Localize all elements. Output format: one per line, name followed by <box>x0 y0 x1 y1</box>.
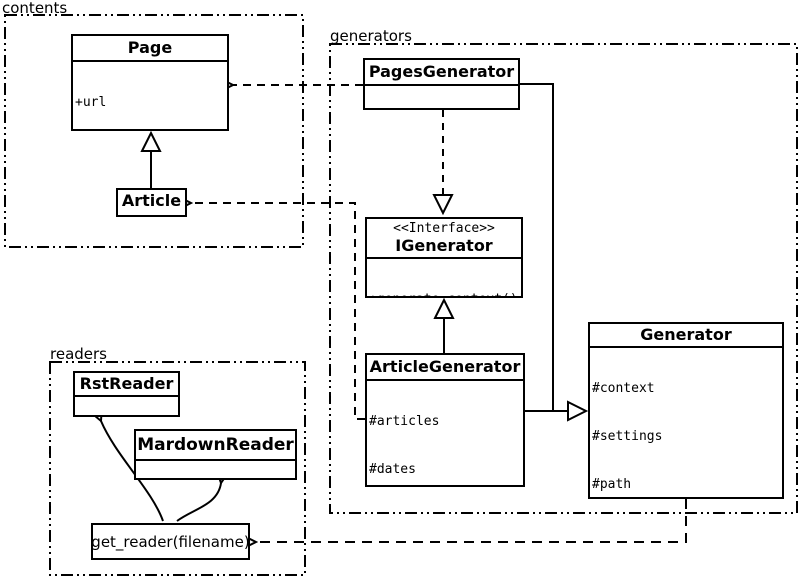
package-label-contents: contents <box>2 0 68 17</box>
mardownreader-methods-compartment: +read() <box>136 459 295 478</box>
dependency-generator-getreader <box>256 499 687 542</box>
page-attributes-compartment: +url +slug +summary <box>73 60 227 129</box>
generator-attributes-compartment: #context #settings #path #theme #output_… <box>590 346 782 497</box>
package-readers-border <box>49 361 306 576</box>
attribute: #context <box>592 381 655 396</box>
class-title-rstreader: RstReader <box>79 374 174 393</box>
class-box-pagesgenerator: PagesGenerator #pages <box>363 58 520 110</box>
attribute: #settings <box>592 429 663 444</box>
package-label-generators: generators <box>330 27 412 45</box>
getreader-label: get_reader(filename) <box>91 532 250 551</box>
attribute: +url <box>75 95 107 110</box>
pagesgenerator-attributes-compartment: #pages <box>365 84 518 108</box>
class-box-article: Article <box>116 188 187 217</box>
class-title-generator: Generator <box>640 325 732 344</box>
package-generators-border <box>329 43 798 514</box>
function-box-getreader: get_reader(filename) <box>91 523 250 560</box>
package-contents-border <box>4 14 304 248</box>
class-box-mardownreader: MardownReader +read() <box>134 429 297 480</box>
class-title-articlegenerator: ArticleGenerator <box>369 357 521 376</box>
class-title-page: Page <box>127 38 173 57</box>
method: +generate_context() <box>369 292 519 296</box>
rstreader-methods-compartment: +read() <box>75 395 178 415</box>
package-label-readers: readers <box>50 345 107 363</box>
class-title-mardownreader: MardownReader <box>137 435 294 455</box>
class-box-page: Page +url +slug +summary +check_properti… <box>71 34 229 131</box>
arrow-getreader-mardownreader <box>176 483 221 522</box>
generalization-pagesgenerator-generator <box>520 83 554 411</box>
igenerator-name: IGenerator <box>395 236 493 255</box>
class-box-generator: Generator #context #settings #path #them… <box>588 322 784 499</box>
igenerator-stereotype: <<Interface>> <box>393 221 495 236</box>
dependency-articlegenerator-article <box>191 203 365 420</box>
class-box-articlegenerator: ArticleGenerator #articles #dates #tags … <box>365 353 525 487</box>
attribute: #path <box>592 477 632 492</box>
class-title-article: Article <box>121 191 182 210</box>
class-title-igenerator: <<Interface>> IGenerator <box>367 219 521 257</box>
class-title-pagesgenerator: PagesGenerator <box>368 62 515 81</box>
articlegenerator-attributes-compartment: #articles #dates #tags #categories <box>367 379 523 485</box>
class-box-igenerator: <<Interface>> IGenerator +generate_conte… <box>365 217 523 298</box>
class-box-rstreader: RstReader +read() <box>73 371 180 417</box>
arrow-getreader-rstreader <box>101 421 164 522</box>
igenerator-methods-compartment: +generate_context() +generate_output() <box>367 257 521 296</box>
attribute: #dates <box>369 462 416 477</box>
attribute: #articles <box>369 414 440 429</box>
